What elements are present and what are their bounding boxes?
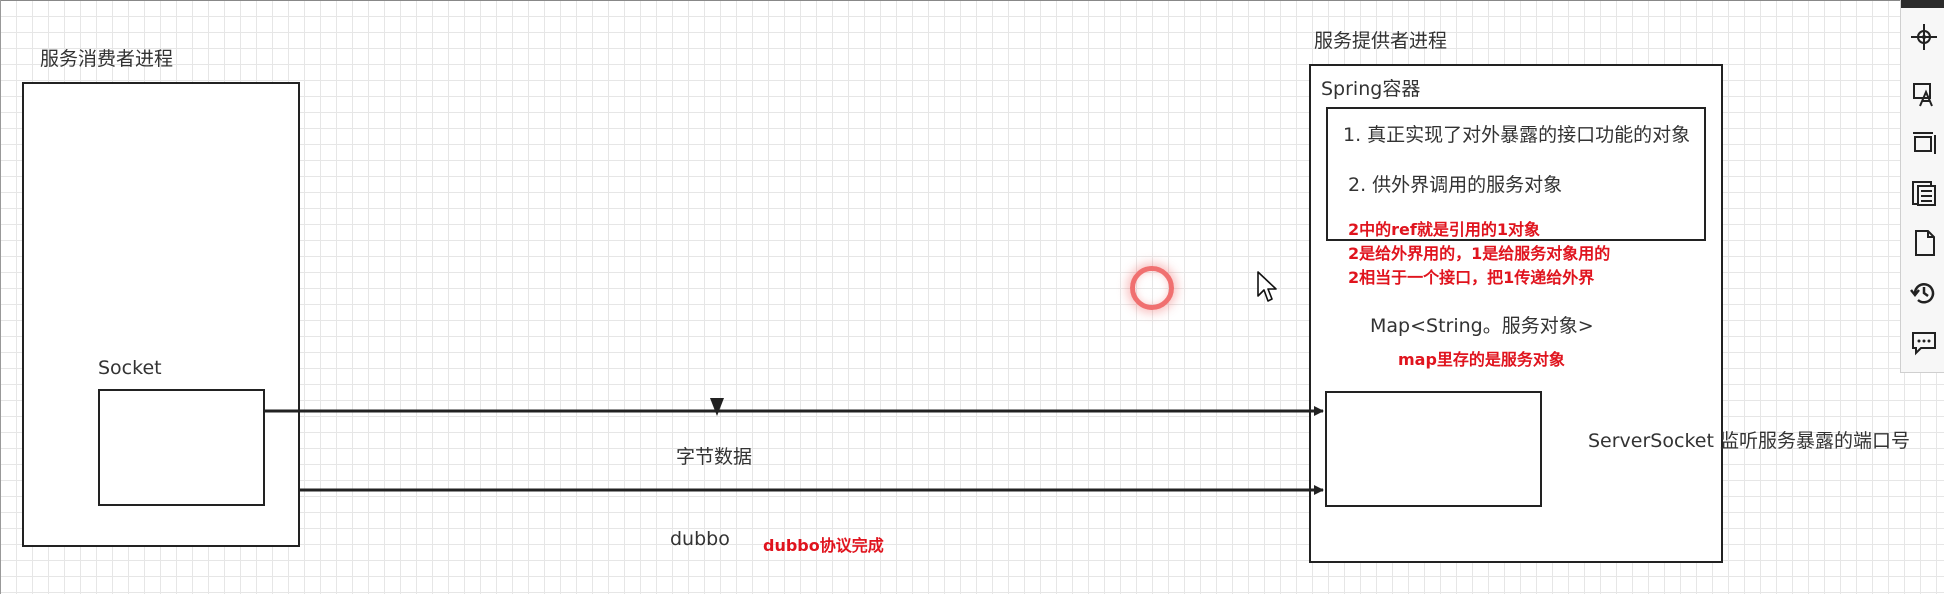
ref-note-line-3: 2相当于一个接口，把1传递给外界 [1348, 268, 1595, 287]
page-icon[interactable] [1909, 228, 1939, 258]
provider-process-title: 服务提供者进程 [1314, 30, 1448, 52]
spring-objects-box[interactable] [1326, 107, 1706, 241]
click-highlight [1130, 266, 1174, 310]
canvas-top-edge [0, 0, 1944, 1]
server-socket-box[interactable] [1325, 391, 1542, 507]
socket-box[interactable] [98, 389, 265, 506]
resize-icon[interactable] [1909, 128, 1939, 158]
server-socket-label: ServerSocket 监听服务暴露的端口号 [1588, 430, 1910, 452]
socket-label: Socket [98, 357, 162, 379]
dubbo-protocol-note: dubbo协议完成 [763, 536, 884, 555]
map-label: Map<String。服务对象> [1370, 315, 1594, 337]
comment-icon[interactable] [1909, 328, 1939, 358]
byte-data-label: 字节数据 [676, 446, 753, 468]
item-1-text: 1. 真正实现了对外暴露的接口功能的对象 [1343, 124, 1691, 146]
waypoint-marker-icon [710, 398, 724, 416]
item-2-text: 2. 供外界调用的服务对象 [1348, 174, 1563, 196]
ref-note-line-1: 2中的ref就是引用的1对象 [1348, 220, 1540, 239]
history-icon[interactable] [1909, 278, 1939, 308]
map-note: map里存的是服务对象 [1398, 350, 1565, 369]
right-toolbar [1900, 0, 1944, 373]
canvas-left-edge [0, 0, 1, 594]
navigate-icon[interactable] [1909, 22, 1939, 52]
dubbo-label: dubbo [670, 528, 730, 550]
spring-container-label: Spring容器 [1321, 78, 1421, 100]
format-icon[interactable] [1909, 78, 1939, 108]
ref-note-line-2: 2是给外界用的，1是给服务对象用的 [1348, 244, 1611, 263]
outline-icon[interactable] [1909, 178, 1939, 208]
toolbar-top-strip [1901, 0, 1944, 8]
consumer-process-title: 服务消费者进程 [40, 48, 174, 70]
mouse-pointer-icon [1257, 271, 1277, 302]
